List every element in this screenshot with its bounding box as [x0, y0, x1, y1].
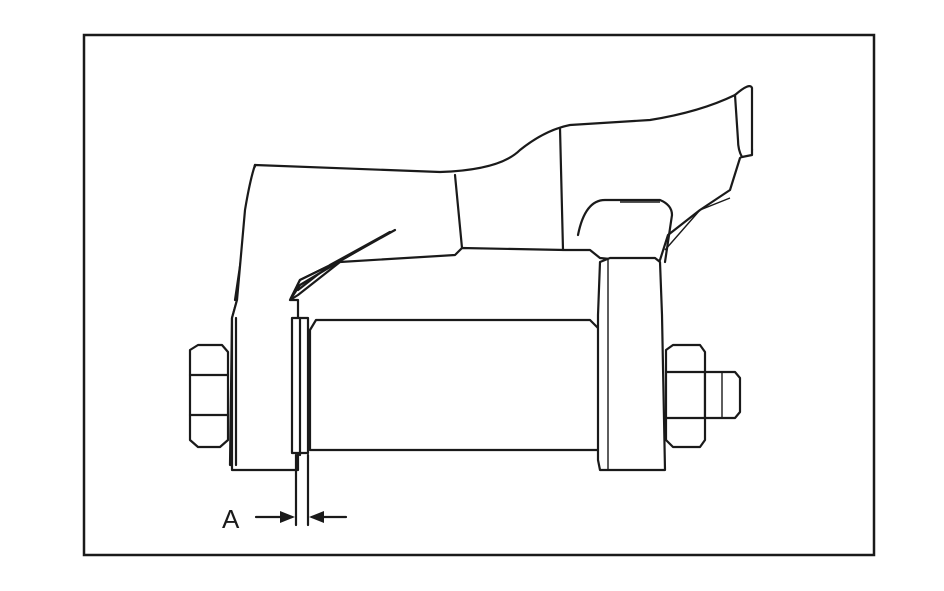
center-cylinder — [308, 318, 602, 452]
dimension-label: A — [222, 504, 240, 534]
dimension-arrow-left-head — [280, 511, 295, 523]
right-nut — [664, 343, 707, 449]
bridge-step — [453, 173, 464, 250]
bridge-body — [233, 86, 754, 302]
dimension-a: A — [222, 453, 348, 534]
right-arm — [596, 256, 667, 472]
bridge-tip — [733, 85, 754, 159]
left-leg-outline — [230, 163, 397, 472]
bridge-inner-line — [558, 126, 565, 252]
right-arm-shadow — [664, 197, 731, 251]
dimension-arrow-right-head — [309, 511, 324, 523]
diagram-frame — [82, 33, 876, 557]
right-arm-inner — [576, 198, 674, 264]
left-nut — [188, 343, 230, 449]
caliper-assembly — [188, 85, 754, 472]
